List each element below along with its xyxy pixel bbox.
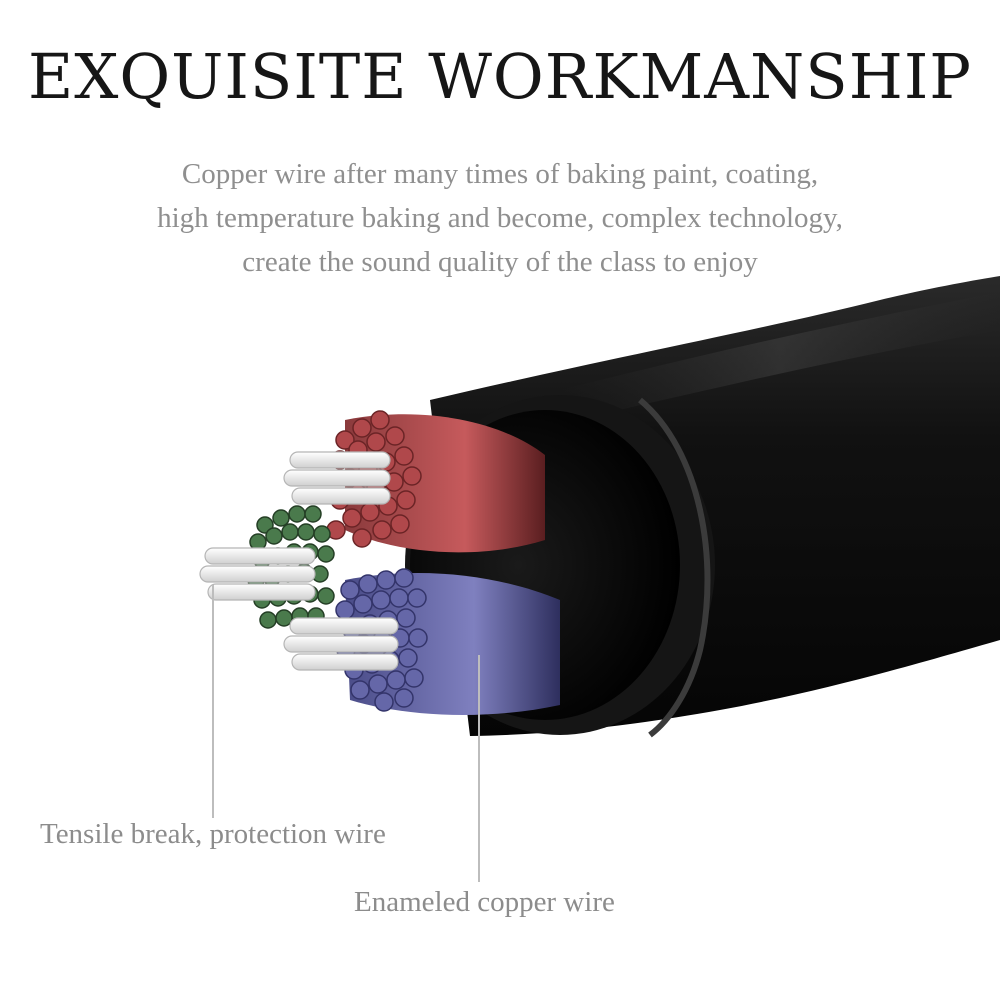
feature-description: Copper wire after many times of baking p…: [0, 152, 1000, 284]
page-title: EXQUISITE WORKMANSHIP: [27, 40, 973, 113]
description-line: create the sound quality of the class to…: [242, 246, 758, 278]
white-strand-bundle: [199, 451, 399, 671]
description-line: high temperature baking and become, comp…: [157, 202, 843, 234]
description-line: Copper wire after many times of baking p…: [181, 158, 819, 190]
copper-wire-label: Enameled copper wire: [354, 886, 615, 918]
tensile-wire-label: Tensile break, protection wire: [40, 818, 386, 850]
